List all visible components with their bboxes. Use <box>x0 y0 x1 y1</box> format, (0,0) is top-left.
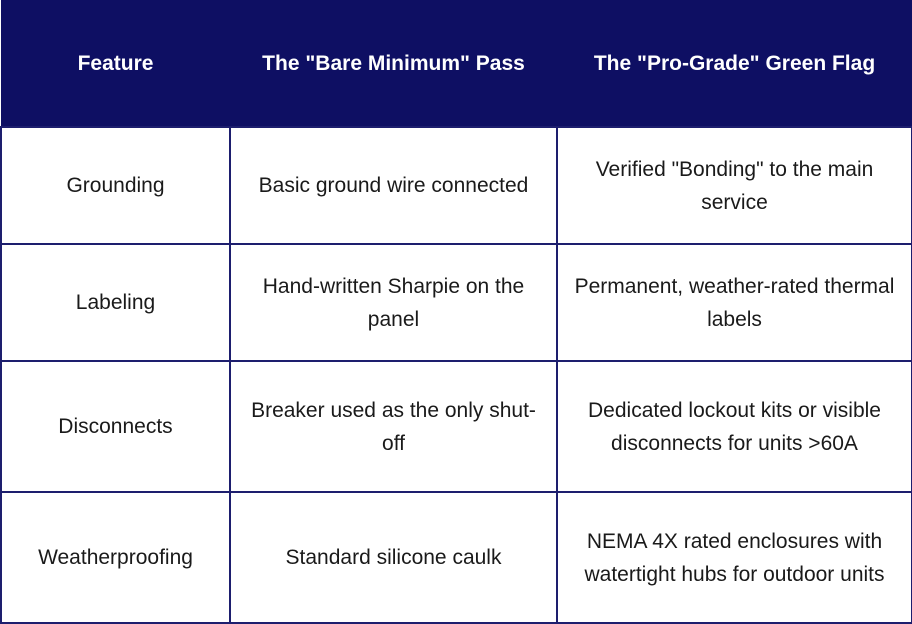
header-feature: Feature <box>1 0 230 127</box>
bare-minimum-cell: Breaker used as the only shut-off <box>229 360 558 493</box>
pro-grade-cell: Permanent, weather-rated thermal labels <box>556 243 912 362</box>
feature-cell: Grounding <box>0 126 231 245</box>
bare-minimum-cell: Hand-written Sharpie on the panel <box>229 243 558 362</box>
feature-cell: Weatherproofing <box>0 491 231 624</box>
bare-minimum-cell: Standard silicone caulk <box>229 491 558 624</box>
table-row: Labeling Hand-written Sharpie on the pan… <box>0 243 912 362</box>
table-row: Grounding Basic ground wire connected Ve… <box>0 126 912 245</box>
bare-minimum-cell: Basic ground wire connected <box>229 126 558 245</box>
pro-grade-cell: NEMA 4X rated enclosures with watertight… <box>556 491 912 624</box>
header-bare-minimum: The "Bare Minimum" Pass <box>230 0 557 127</box>
pro-grade-cell: Verified "Bonding" to the main service <box>556 126 912 245</box>
feature-cell: Disconnects <box>0 360 231 493</box>
header-pro-grade: The "Pro-Grade" Green Flag <box>557 0 912 127</box>
table-row: Disconnects Breaker used as the only shu… <box>0 360 912 493</box>
header-row: Feature The "Bare Minimum" Pass The "Pro… <box>1 0 912 127</box>
feature-cell: Labeling <box>0 243 231 362</box>
table-row: Weatherproofing Standard silicone caulk … <box>0 491 912 624</box>
pro-grade-cell: Dedicated lockout kits or visible discon… <box>556 360 912 493</box>
